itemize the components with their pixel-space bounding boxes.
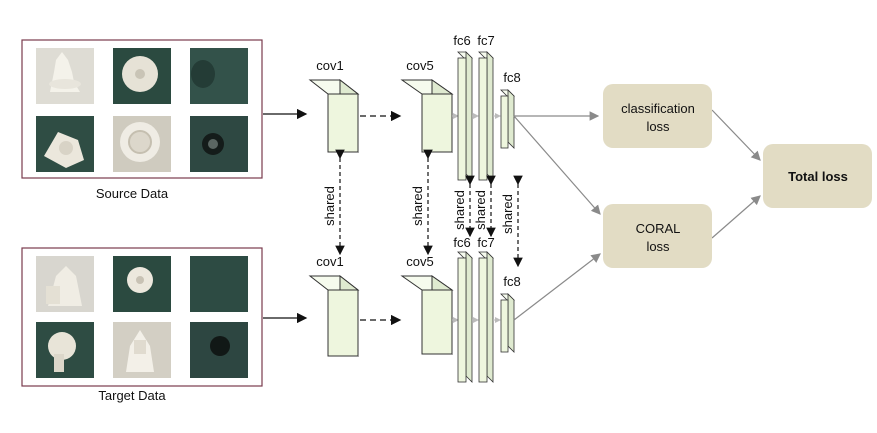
- shared-label-fc7: shared: [473, 190, 488, 230]
- classification-loss-line1: classification: [621, 101, 695, 116]
- cov5-label-top: cov5: [406, 58, 433, 73]
- fc8-layer-bottom: [500, 293, 515, 353]
- shared-arrow-fc6: shared: [452, 175, 475, 238]
- source-image-1: [36, 48, 94, 104]
- shared-label-fc6: shared: [452, 190, 467, 230]
- source-image-6: [190, 116, 248, 172]
- coral-loss-line2: loss: [646, 239, 670, 254]
- target-image-6: [190, 322, 248, 378]
- target-data-frame: [21, 247, 263, 387]
- cov5-layer-bottom: [400, 275, 454, 355]
- target-data-caption: Target Data: [98, 388, 166, 403]
- fc7-layer-top: [478, 51, 494, 181]
- source-image-4: [36, 116, 94, 172]
- fc7-label-top: fc7: [477, 33, 494, 48]
- cov5-label-bottom: cov5: [406, 254, 433, 269]
- source-image-5: [113, 116, 171, 172]
- fc8-label-bottom: fc8: [503, 274, 520, 289]
- source-image-2: [113, 48, 171, 104]
- fc7-label-bottom: fc7: [477, 235, 494, 250]
- coral-loss-box: CORAL loss: [603, 204, 712, 268]
- target-image-4: [36, 322, 94, 378]
- classification-loss-box: classification loss: [603, 84, 712, 148]
- source-data-caption: Source Data: [96, 186, 169, 201]
- fc6-layer-top: [457, 51, 473, 181]
- coral-loss-line1: CORAL: [636, 221, 681, 236]
- shared-arrow-fc8: shared: [500, 175, 523, 268]
- shared-arrow-cov1: shared: [322, 149, 345, 256]
- cov5-layer-top: [400, 79, 454, 153]
- fc8-layer-top: [500, 89, 515, 149]
- target-image-5: [113, 322, 171, 378]
- shared-label-cov5: shared: [410, 186, 425, 226]
- target-image-grid: [36, 256, 248, 378]
- cov1-label-bottom: cov1: [316, 254, 343, 269]
- shared-label-fc8: shared: [500, 194, 515, 234]
- total-loss-box: Total loss: [763, 144, 872, 208]
- source-data-frame: [21, 39, 263, 179]
- cov1-layer-top: [308, 78, 360, 154]
- fc7-layer-bottom: [478, 251, 494, 383]
- source-image-3: [190, 48, 248, 104]
- target-image-2: [113, 256, 171, 312]
- target-image-1: [36, 256, 94, 312]
- shared-arrow-cov5: shared: [410, 149, 433, 256]
- classification-loss-line2: loss: [646, 119, 670, 134]
- target-image-3: [190, 256, 248, 312]
- shared-arrow-fc7: shared: [473, 175, 496, 238]
- classification-to-total: [711, 109, 761, 161]
- shared-label-cov1: shared: [322, 186, 337, 226]
- source-image-grid: [36, 48, 248, 172]
- fc8-top-to-coral: [513, 115, 601, 215]
- cov1-layer-bottom: [308, 274, 360, 358]
- fc6-label-top: fc6: [453, 33, 470, 48]
- fc8-label-top: fc8: [503, 70, 520, 85]
- total-loss-label: Total loss: [788, 169, 848, 184]
- fc6-label-bottom: fc6: [453, 235, 470, 250]
- coral-to-total: [711, 195, 761, 239]
- fc6-layer-bottom: [457, 251, 473, 383]
- cov1-label-top: cov1: [316, 58, 343, 73]
- fc8-bottom-to-coral: [513, 253, 601, 321]
